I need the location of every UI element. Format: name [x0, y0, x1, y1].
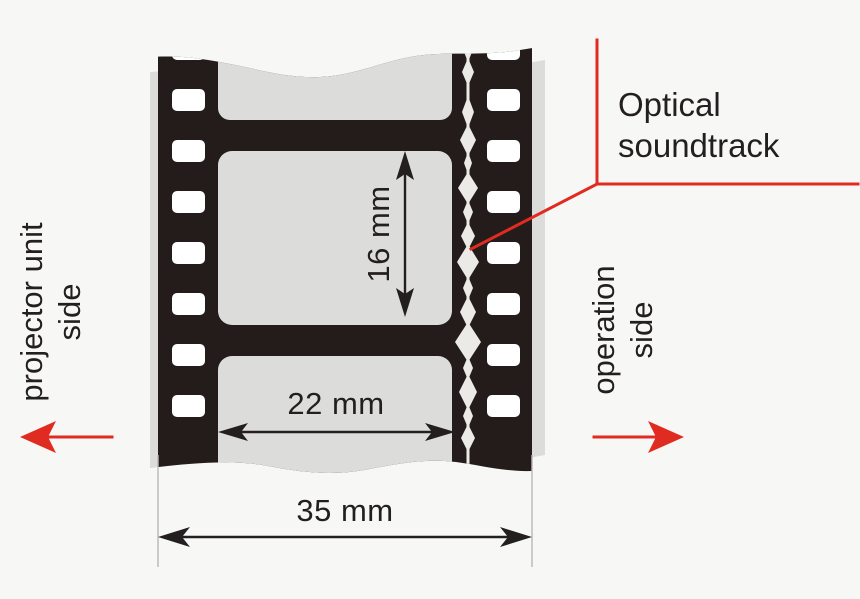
projector-side-label-line1: projector unit — [14, 222, 49, 402]
operation-side-label-line2: side — [624, 302, 659, 359]
callout-optical-soundtrack: Optical soundtrack — [468, 38, 860, 252]
sprocket-hole — [487, 140, 520, 162]
frame-window-upper — [218, 46, 452, 120]
sprocket-hole — [487, 293, 520, 315]
frame-width-label: 22 mm — [287, 386, 384, 421]
sprocket-hole — [172, 140, 205, 162]
sprocket-hole — [172, 395, 205, 417]
film-strip — [150, 46, 545, 473]
arrow-head-right — [500, 527, 532, 547]
label-operation-side: operation side — [586, 265, 684, 453]
frame-height-label: 16 mm — [361, 185, 396, 282]
arrow-head-left — [218, 423, 248, 441]
arrow-head-right — [425, 423, 455, 441]
arrow-head-up — [396, 151, 414, 180]
sprocket-hole — [487, 89, 520, 111]
arrow-head-left — [158, 527, 190, 547]
operation-side-arrow — [592, 421, 684, 453]
arrow-head-left — [20, 421, 56, 453]
sprocket-hole — [172, 242, 205, 264]
sprocket-hole — [172, 89, 205, 111]
sprocket-hole — [487, 191, 520, 213]
arrow-head-down — [396, 288, 414, 317]
optical-soundtrack — [455, 46, 481, 473]
sprocket-hole — [172, 46, 205, 60]
callout-label-line2: soundtrack — [618, 127, 780, 164]
sprocket-hole — [487, 395, 520, 417]
dimension-film-width: 35 mm — [157, 455, 533, 567]
frame-window-main — [218, 151, 452, 325]
dimension-frame-height: 16 mm — [361, 151, 414, 317]
sprocket-hole — [172, 344, 205, 366]
arrow-head-right — [648, 421, 684, 453]
projector-side-label-line2: side — [52, 284, 87, 341]
film-width-label: 35 mm — [296, 493, 393, 528]
operation-side-label-line1: operation — [586, 265, 621, 394]
label-projector-unit-side: projector unit side — [14, 222, 114, 453]
projector-side-arrow — [20, 421, 114, 453]
sprocket-hole — [487, 344, 520, 366]
sprocket-hole — [487, 242, 520, 264]
frame-window-lower — [218, 356, 452, 473]
sprocket-hole — [172, 191, 205, 213]
sprocket-hole — [487, 46, 520, 60]
callout-leader-line — [468, 181, 600, 252]
dimension-frame-width: 22 mm — [218, 386, 455, 441]
sprocket-hole — [172, 293, 205, 315]
callout-label-line1: Optical — [618, 86, 721, 123]
